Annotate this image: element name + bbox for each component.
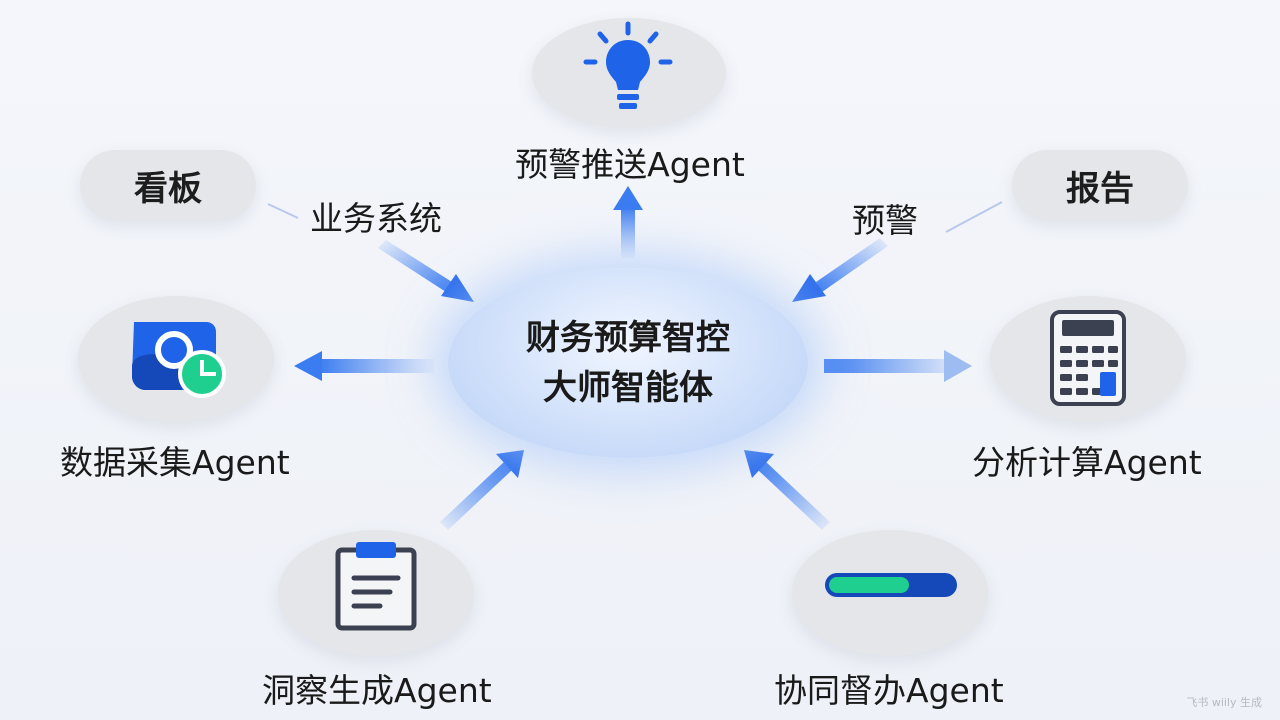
connector-report (945, 201, 1003, 233)
center-hub: 财务预算智控 大师智能体 (448, 268, 808, 458)
progress-bar-icon (825, 573, 957, 597)
connector-dashboard (267, 203, 299, 219)
node-analysis-calc-label: 分析计算Agent (972, 443, 1202, 482)
arrow-to-analysis-calc (824, 350, 972, 382)
user-pie-chart-icon (132, 322, 226, 398)
calculator-icon (1050, 310, 1126, 406)
watermark: 飞书 wiily 生成 (1186, 696, 1262, 709)
center-hub-line1: 财务预算智控 (526, 318, 730, 358)
arrow-business-system-to-center (378, 240, 474, 302)
arrow-alert-to-center (792, 238, 888, 302)
node-collab-supervise-label: 协同督办Agent (774, 671, 1004, 710)
arrow-collab-to-center (744, 450, 830, 530)
center-hub-line2: 大师智能体 (543, 368, 713, 408)
arrow-to-alert-push (613, 186, 643, 258)
center-hub-title: 财务预算智控 大师智能体 (508, 313, 748, 413)
edge-label-business-system: 业务系统 (310, 199, 442, 238)
node-alert-push-label: 预警推送Agent (515, 145, 745, 184)
arrow-insight-to-center (440, 450, 524, 530)
lightbulb-icon (583, 21, 673, 109)
node-data-collect-label: 数据采集Agent (60, 443, 290, 482)
pill-report: 报告 (1012, 150, 1188, 220)
node-insight-gen-label: 洞察生成Agent (262, 671, 492, 710)
edge-label-alert: 预警 (852, 201, 918, 240)
arrow-to-data-collect (294, 351, 434, 381)
clipboard-icon (335, 542, 417, 631)
pill-dashboard: 看板 (80, 150, 256, 220)
